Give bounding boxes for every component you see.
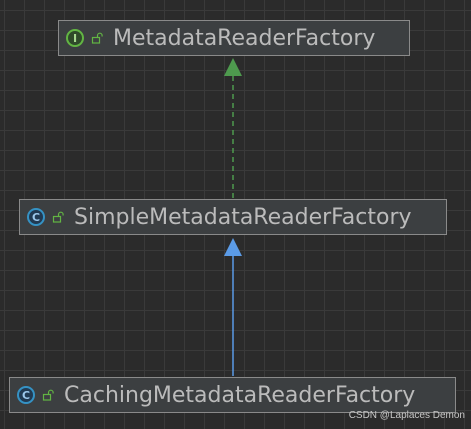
node-caching-metadata-reader-factory[interactable]: C CachingMetadataReaderFactory [9, 377, 456, 413]
class-icon: C [27, 208, 45, 226]
public-lock-icon [42, 389, 54, 401]
edge-implements-arrowhead [224, 58, 242, 76]
public-lock-icon [91, 32, 103, 44]
node-label: SimpleMetadataReaderFactory [74, 204, 412, 230]
node-simple-metadata-reader-factory[interactable]: C SimpleMetadataReaderFactory [19, 199, 447, 235]
node-metadata-reader-factory[interactable]: I MetadataReaderFactory [58, 20, 410, 56]
node-label: MetadataReaderFactory [113, 25, 376, 51]
class-icon: C [17, 386, 35, 404]
node-label: CachingMetadataReaderFactory [64, 382, 416, 408]
public-lock-icon [52, 211, 64, 223]
interface-icon: I [66, 29, 84, 47]
watermark-text: CSDN @Laplaces Demon [348, 410, 465, 421]
edge-extends-arrowhead [224, 238, 242, 256]
